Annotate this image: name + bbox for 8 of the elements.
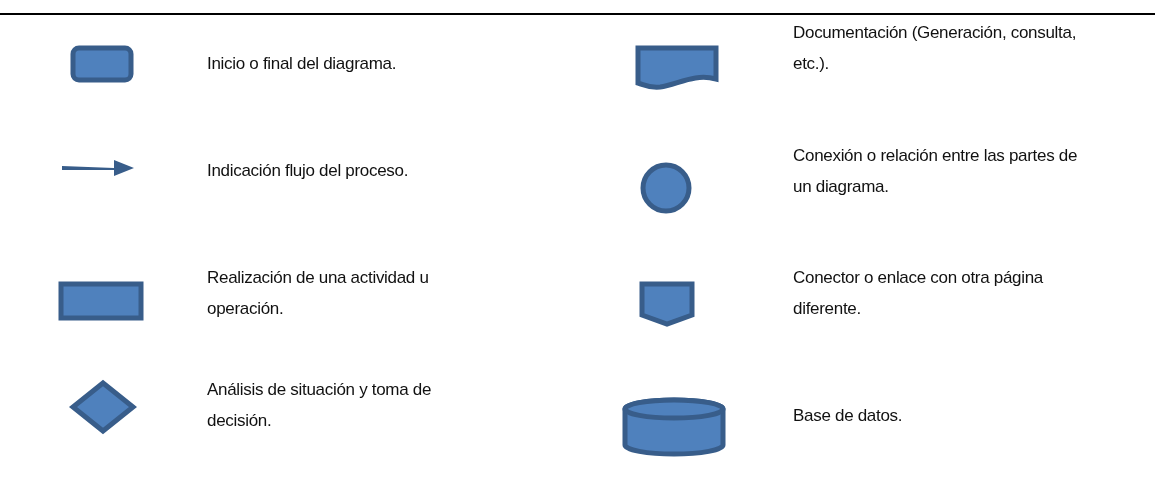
legend-text: Base de datos.	[793, 405, 904, 427]
legend-text: Realización de una actividad u operación.	[207, 267, 430, 320]
legend-text: Conector o enlace con otra página diferente.	[793, 267, 1045, 320]
legend-text: Inicio o final del diagrama.	[207, 53, 398, 75]
legend-text: Análisis de situación y toma de decisión.	[207, 379, 433, 432]
legend-text: Documentación (Generación, consulta, etc.).	[793, 22, 1078, 75]
legend-text: Indicación flujo del proceso.	[207, 160, 410, 182]
legend-text: Conexión o relación entre las partes de un diagrama.	[793, 145, 1079, 198]
